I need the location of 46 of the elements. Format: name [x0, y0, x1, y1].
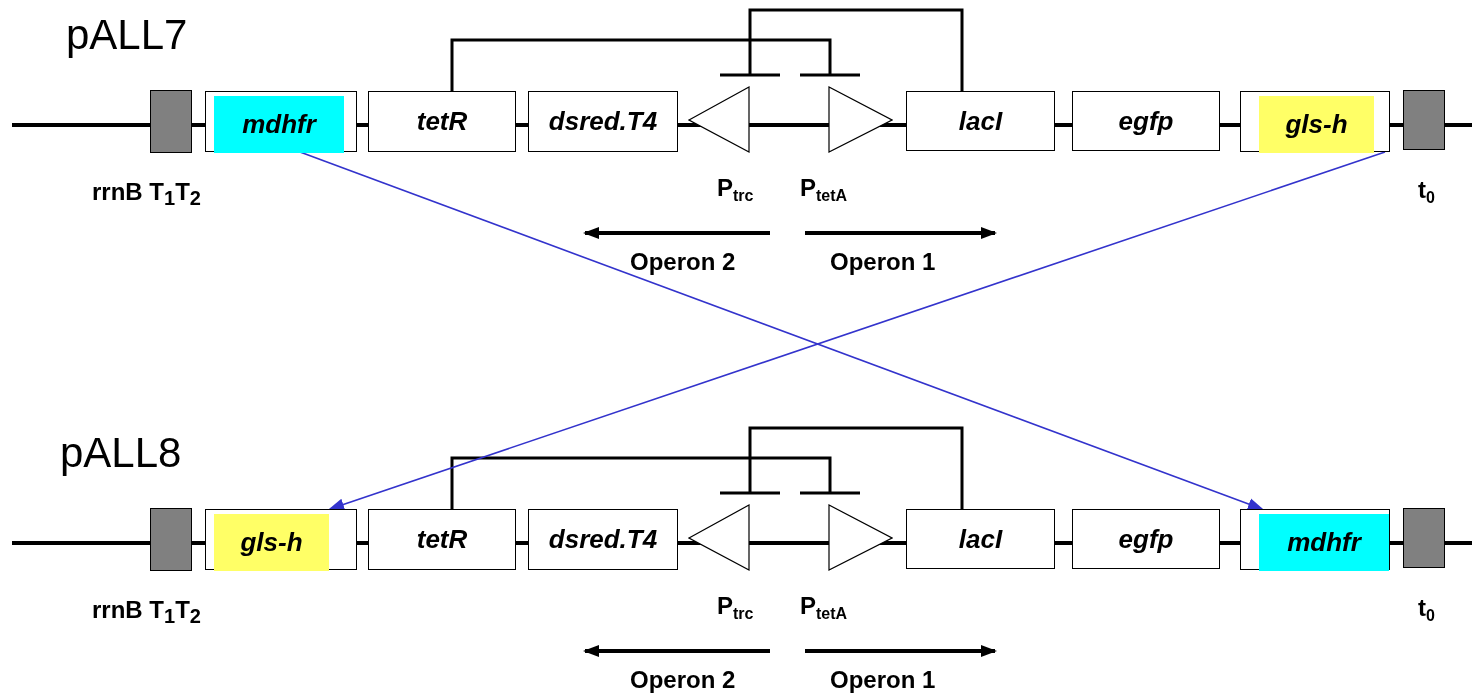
operon-label: Operon 2: [630, 668, 736, 692]
gene-box: [528, 91, 678, 152]
gene-box: [368, 91, 516, 152]
terminator-label: t$_{0}$: [1418, 178, 1435, 206]
plasmid-title: pALL8: [60, 432, 182, 474]
gene-label: mdhfr: [1259, 514, 1389, 571]
promoter-label: P$_{trc}$: [717, 594, 754, 622]
gene-label: mdhfr: [214, 96, 344, 153]
terminator-box: [150, 90, 192, 153]
gene-label: gls-h: [1259, 96, 1374, 153]
terminator-label: rrnB T$_{1}$T$_{2}$: [92, 180, 201, 208]
gene-box: [1240, 509, 1390, 570]
gene-box: [528, 509, 678, 570]
gene-box: [1072, 91, 1220, 151]
gene-label: lacI: [957, 522, 1004, 556]
gene-box: [205, 509, 357, 570]
repression-line: [718, 8, 964, 91]
terminator-box: [1403, 90, 1445, 150]
gene-box: [906, 91, 1055, 151]
gene-box: [906, 509, 1055, 569]
gene-label: dsred.T4: [547, 105, 659, 138]
operon-label: Operon 1: [830, 668, 936, 692]
operon-label: Operon 2: [630, 250, 736, 274]
gene-label: tetR: [415, 105, 469, 138]
promoter-label: P$_{tetA}$: [800, 594, 848, 622]
repression-line: [450, 38, 862, 91]
gene-label: lacI: [957, 104, 1004, 138]
promoter-label: P$_{tetA}$: [800, 176, 848, 204]
plasmid-title: pALL7: [66, 14, 188, 56]
gene-label: egfp: [1117, 104, 1175, 138]
terminator-label: t$_{0}$: [1418, 596, 1435, 624]
gene-box: [1072, 509, 1220, 569]
terminator-label: rrnB T$_{1}$T$_{2}$: [92, 598, 201, 626]
gene-box: [1240, 91, 1390, 152]
gene-label: gls-h: [214, 514, 329, 571]
gene-label: tetR: [415, 523, 469, 556]
terminator-box: [1403, 508, 1445, 568]
promoter-label: P$_{trc}$: [717, 176, 754, 204]
terminator-box: [150, 508, 192, 571]
operon-label: Operon 1: [830, 250, 936, 274]
repression-line: [450, 456, 862, 509]
gene-box: [368, 509, 516, 570]
repression-line: [718, 426, 964, 509]
gene-label: egfp: [1117, 522, 1175, 556]
gene-label: dsred.T4: [547, 523, 659, 556]
gene-box: [205, 91, 357, 152]
